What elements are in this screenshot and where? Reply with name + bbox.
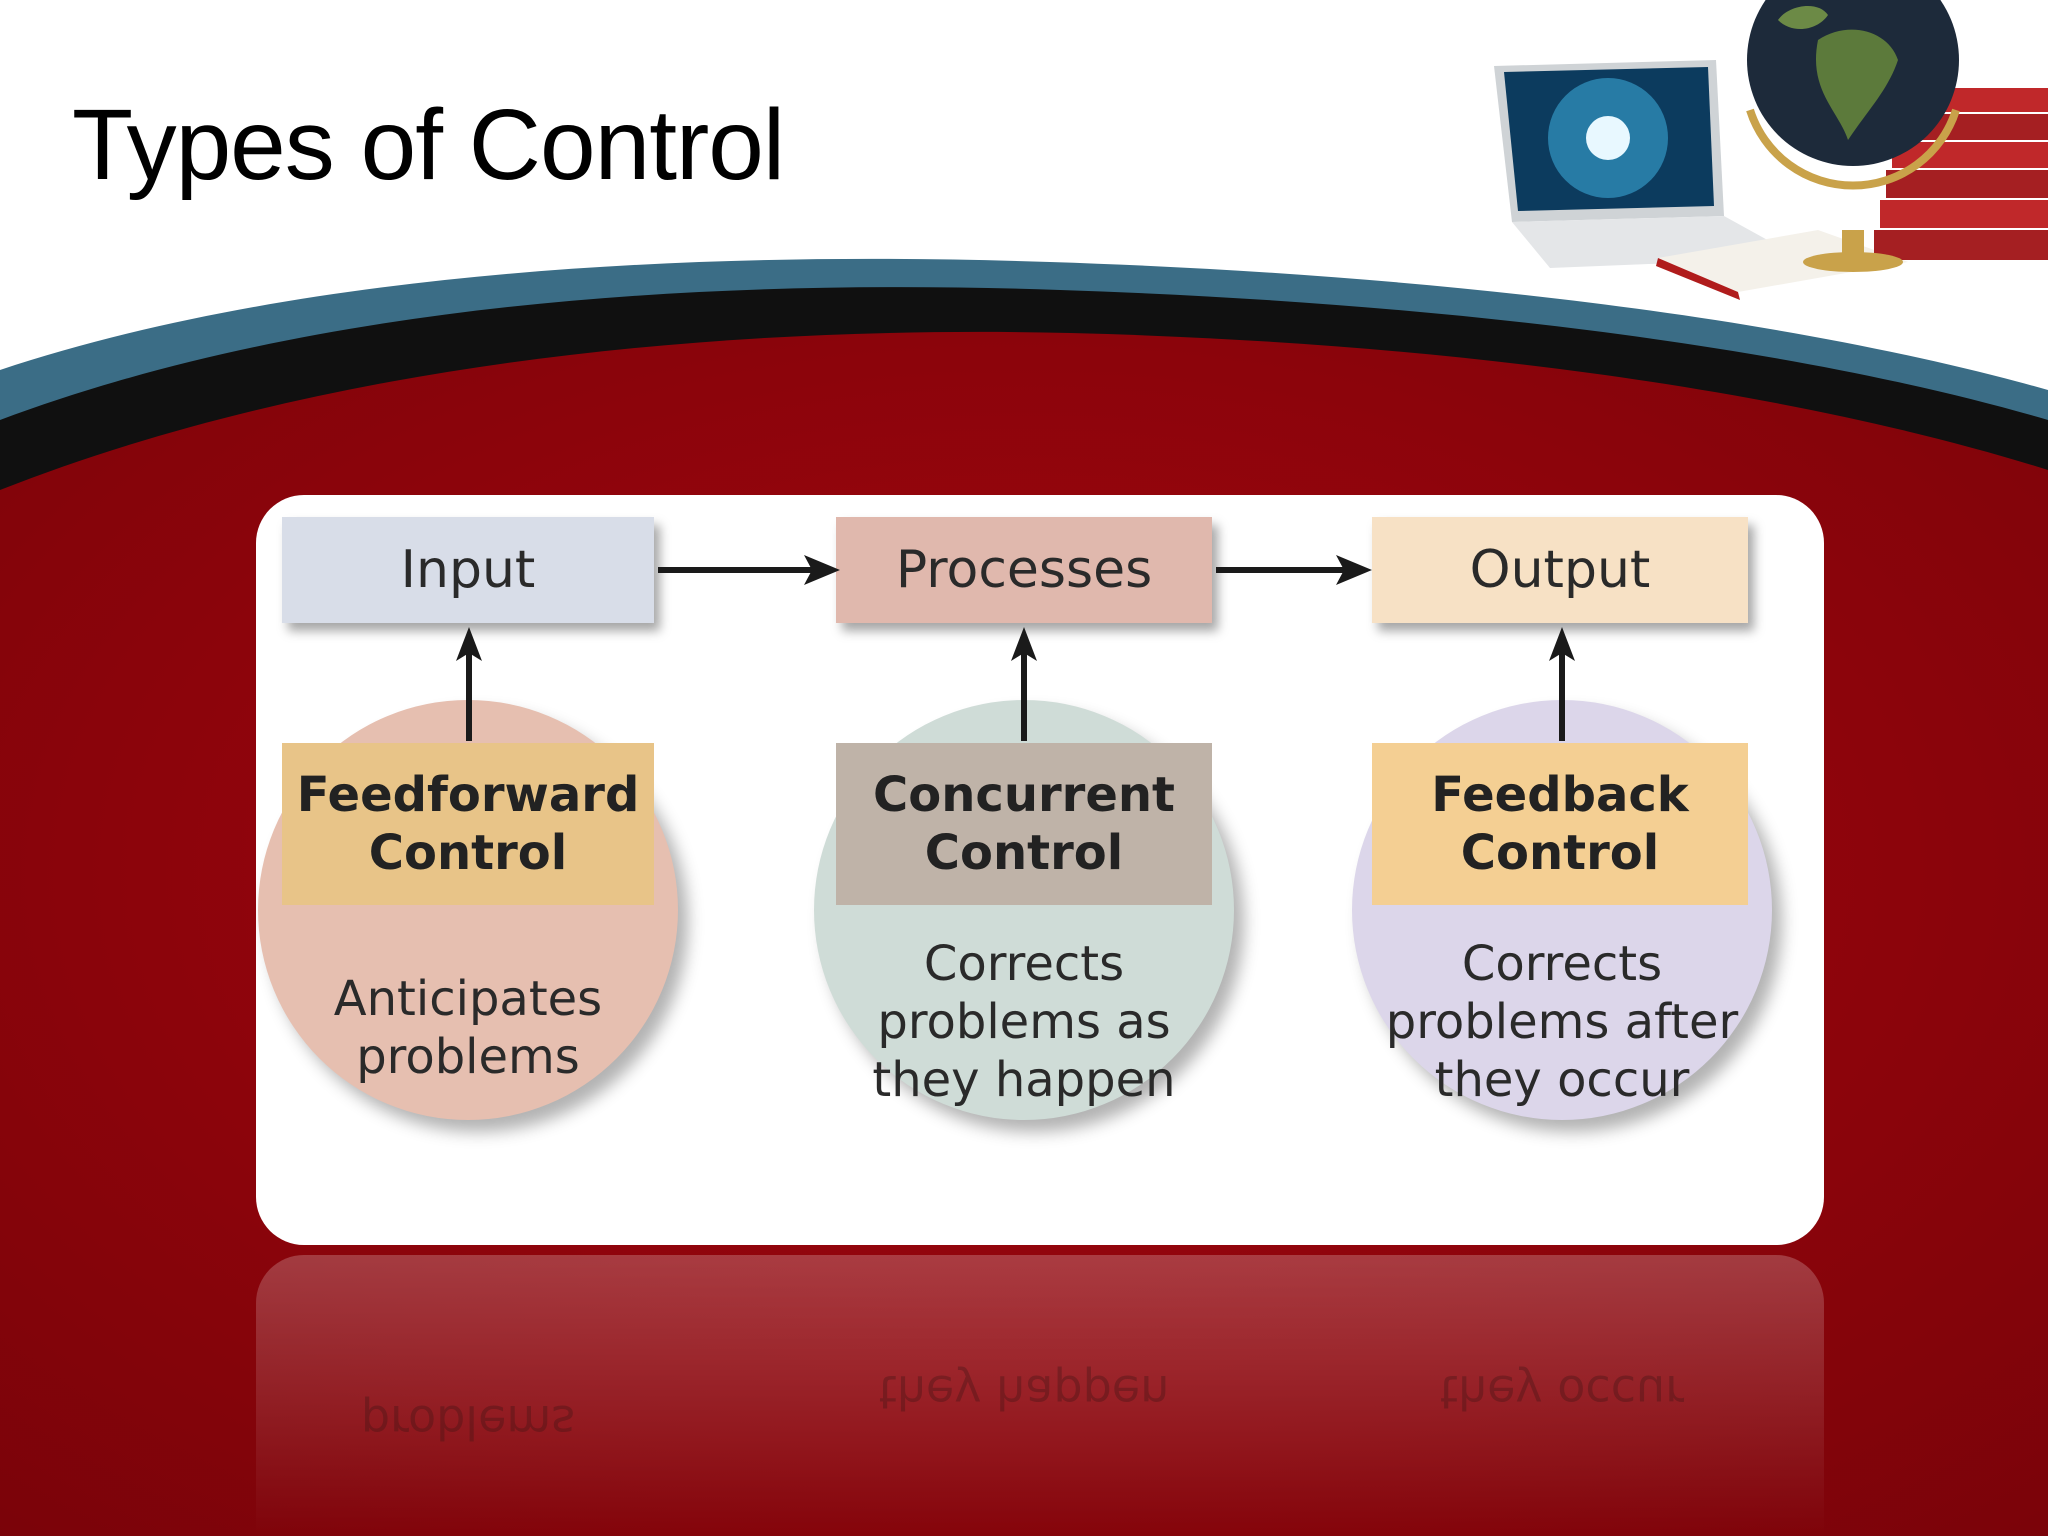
arrowhead-5	[1549, 627, 1575, 661]
input-label: Input	[400, 540, 536, 600]
arrowhead-3	[456, 627, 482, 661]
clipart-group	[1494, 0, 2048, 300]
arrow-layer	[456, 555, 1575, 741]
concurrent-desc-line2: problems as	[877, 994, 1171, 1050]
reflection-text-3: they occur	[1439, 1365, 1685, 1419]
feedforward-name-line1: Feedforward	[296, 767, 640, 823]
feedback-desc-line1: Corrects	[1461, 936, 1663, 992]
arrowhead-1	[804, 555, 840, 585]
feedforward-desc-line1: Anticipates	[333, 971, 603, 1027]
input-box: Input	[282, 517, 654, 623]
concurrent-header: Concurrent Control	[836, 743, 1212, 905]
concurrent-description: Corrects problems as they happen	[814, 935, 1234, 1109]
feedback-name-line2: Control	[1460, 825, 1660, 881]
arrowhead-2	[1336, 555, 1372, 585]
diagram-panel: Input Processes Output Feedforward Contr…	[256, 495, 1824, 1245]
slide-title: Types of Control	[72, 89, 785, 201]
concurrent-name-line2: Control	[924, 825, 1124, 881]
feedback-desc-line2: problems after	[1385, 994, 1739, 1050]
reflection-text-2: they happen	[878, 1365, 1170, 1419]
output-label: Output	[1469, 540, 1651, 600]
feedforward-description: Anticipates problems	[258, 970, 678, 1086]
feedback-header: Feedback Control	[1372, 743, 1748, 905]
processes-box: Processes	[836, 517, 1212, 623]
feedforward-name-line2: Control	[368, 825, 568, 881]
feedback-description: Corrects problems after they occur	[1352, 935, 1772, 1109]
feedforward-desc-line2: problems	[356, 1029, 580, 1085]
feedforward-header: Feedforward Control	[282, 743, 654, 905]
concurrent-desc-line3: they happen	[872, 1052, 1176, 1108]
laptop-icon	[1494, 60, 1800, 268]
output-box: Output	[1372, 517, 1748, 623]
concurrent-name-line1: Concurrent	[872, 767, 1175, 823]
feedback-desc-line3: they occur	[1434, 1052, 1690, 1108]
reflection-text-1: problems	[360, 1395, 576, 1449]
globe-icon	[1746, 0, 1960, 272]
concurrent-desc-line1: Corrects	[923, 936, 1125, 992]
arrowhead-4	[1011, 627, 1037, 661]
feedback-name-line1: Feedback	[1431, 767, 1689, 823]
panel-reflection: problems they happen they occur	[256, 1255, 1824, 1536]
processes-label: Processes	[895, 540, 1153, 600]
